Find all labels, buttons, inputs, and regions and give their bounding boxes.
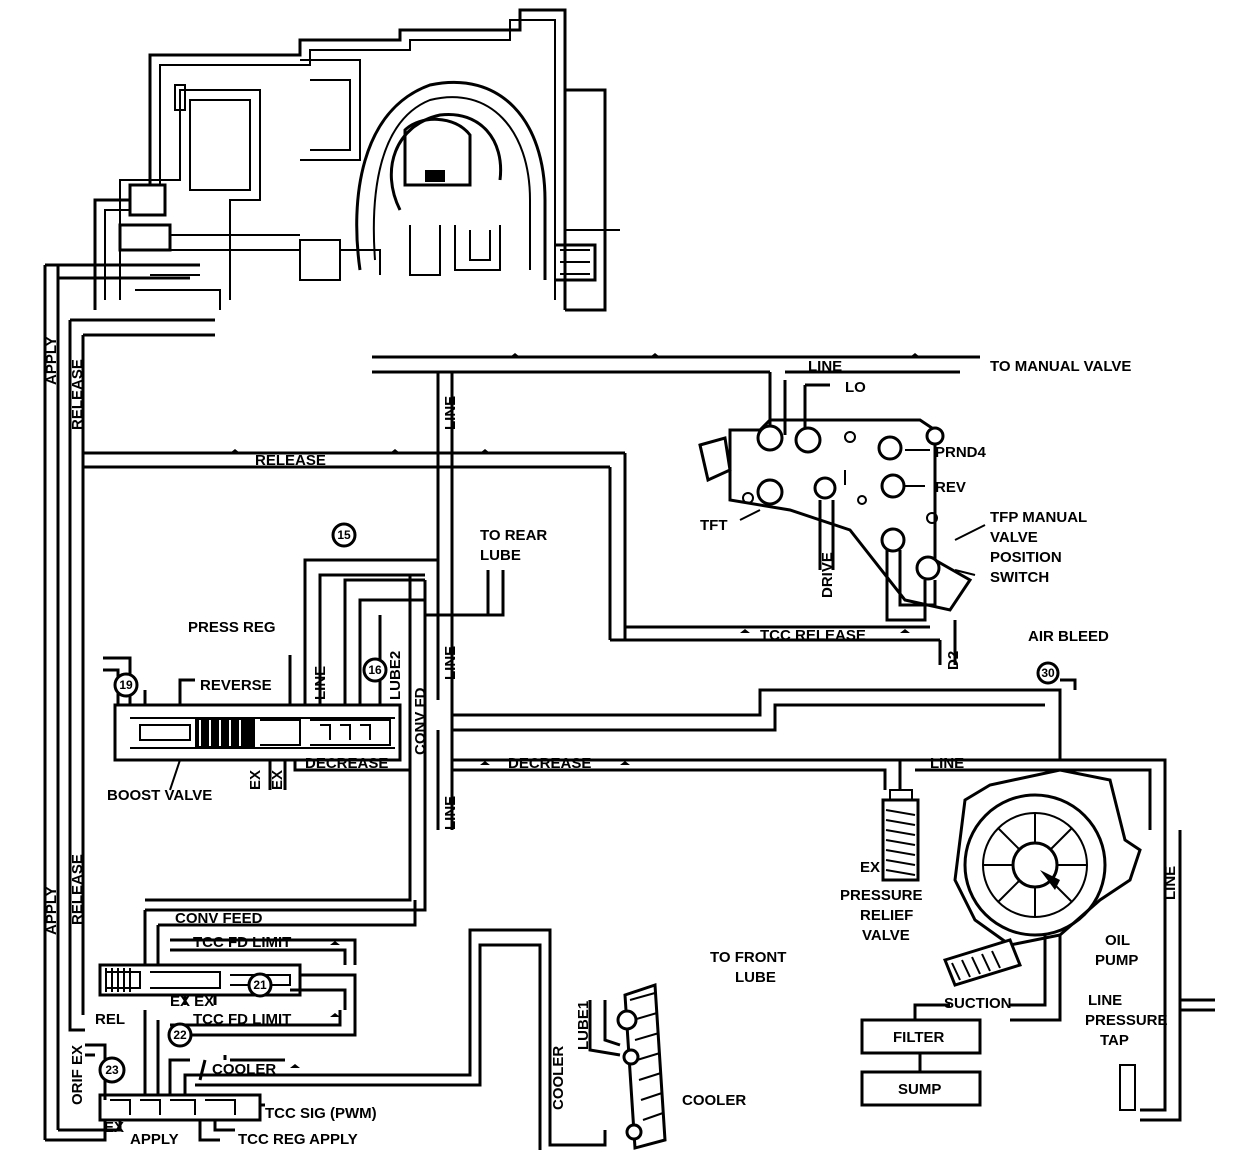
release-label-top: RELEASE (69, 359, 86, 430)
callout-30: 30 (1041, 666, 1055, 680)
line-label-pump: LINE (930, 755, 964, 772)
pressure-regulator-valve (103, 558, 505, 912)
d2-label: D2 (945, 651, 962, 670)
lo-label: LO (845, 379, 866, 396)
oil-pump-label-2: PUMP (1095, 952, 1138, 969)
tcc-regulator-assembly (45, 900, 552, 1142)
ex-label-relief: EX (860, 859, 880, 876)
callout-19: 19 (119, 678, 133, 692)
ex-ex-label: EX EX (170, 993, 214, 1010)
to-manual-valve-label: TO MANUAL VALVE (990, 358, 1131, 375)
callout-23-circle (98, 1056, 126, 1084)
ex-label-2: EX (269, 770, 286, 790)
callout-16: 16 (368, 663, 382, 677)
cooler (538, 982, 667, 1150)
pressure-relief-label-3: VALVE (862, 927, 910, 944)
tcc-release-label: TCC RELEASE (760, 627, 866, 644)
callout-22: 22 (173, 1028, 187, 1042)
torque-converter-assembly (93, 8, 620, 312)
oil-pump (913, 768, 1215, 1122)
callout-15: 15 (337, 528, 351, 542)
callout-21: 21 (253, 978, 267, 992)
apply-label-bottom: APPLY (43, 886, 60, 935)
flow-arrows (230, 353, 920, 1068)
tcc-reg-apply-label: TCC REG APPLY (238, 1131, 358, 1148)
rel-label: REL (95, 1011, 125, 1028)
ex-label-1: EX (247, 770, 264, 790)
line-label-top: LINE (808, 358, 842, 375)
tcc-fd-limit-label-1: TCC FD LIMIT (193, 934, 291, 951)
tfp-label-2: VALVE (990, 529, 1038, 546)
pressure-relief-label-2: RELIEF (860, 907, 913, 924)
tfp-label-1: TFP MANUAL (990, 509, 1087, 526)
to-front-lube-label-1: TO FRONT (710, 949, 786, 966)
pressure-relief-label-1: PRESSURE (840, 887, 923, 904)
release-circuit (83, 451, 957, 665)
to-rear-lube-label-1: TO REAR (480, 527, 547, 544)
to-rear-lube-label-2: LUBE (480, 547, 521, 564)
release-label: RELEASE (255, 452, 326, 469)
apply-release-lines (43, 263, 215, 1140)
labels: APPLY RELEASE APPLY RELEASE RELEASE LINE… (43, 336, 1179, 1148)
line-tap-label-1: LINE (1088, 992, 1122, 1009)
tfp-label-3: POSITION (990, 549, 1062, 566)
suction-label: SUCTION (944, 995, 1012, 1012)
line-label-vertical-2: LINE (312, 666, 329, 700)
callout-15-circle (331, 522, 357, 548)
cooler-label-vertical: COOLER (550, 1046, 567, 1110)
decrease-line-circuit (436, 661, 1167, 830)
apply-label-bottom-h: APPLY (130, 1131, 179, 1148)
cooler-label-tcc: COOLER (212, 1061, 276, 1078)
sump-label: SUMP (898, 1081, 941, 1098)
cooler-label: COOLER (682, 1092, 746, 1109)
conv-fd-label: CONV FD (412, 687, 429, 755)
apply-label-top: APPLY (43, 336, 60, 385)
oil-pump-label-1: OIL (1105, 932, 1130, 949)
orif-ex-label: ORIF EX (69, 1045, 86, 1105)
line-to-manual-valve (372, 355, 980, 700)
reverse-label: REVERSE (200, 677, 272, 694)
ex-label-bottom: EX (104, 1119, 124, 1136)
to-front-lube-label-2: LUBE (735, 969, 776, 986)
callout-19-circle (113, 672, 139, 698)
prnd4-label: PRND4 (935, 444, 987, 461)
tfp-label-4: SWITCH (990, 569, 1049, 586)
rev-label: REV (935, 479, 966, 496)
decrease-label-2: DECREASE (508, 755, 591, 772)
boost-valve-label: BOOST VALVE (107, 787, 212, 804)
decrease-label-1: DECREASE (305, 755, 388, 772)
line-label-vertical-4: LINE (442, 796, 459, 830)
callout-16-circle (362, 657, 388, 683)
conv-feed-label: CONV FEED (175, 910, 263, 927)
callout-23: 23 (105, 1063, 119, 1077)
callout-22-circle (167, 1022, 193, 1048)
callout-21-circle (247, 972, 273, 998)
filter-sump (860, 1018, 982, 1107)
filter-label: FILTER (893, 1029, 945, 1046)
lube1-label: LUBE1 (575, 1001, 592, 1050)
callouts: 15 16 19 21 22 23 30 (98, 522, 1055, 1084)
tcc-sig-label: TCC SIG (PWM) (265, 1105, 377, 1122)
drive-label: DRIVE (819, 552, 836, 598)
press-reg-label: PRESS REG (188, 619, 276, 636)
tcc-fd-limit-label-2: TCC FD LIMIT (193, 1011, 291, 1028)
lube2-label: LUBE2 (387, 651, 404, 700)
line-label-vertical-3: LINE (442, 646, 459, 680)
release-label-bottom: RELEASE (69, 854, 86, 925)
line-tap-label-3: TAP (1100, 1032, 1129, 1049)
line-label-vertical-1: LINE (442, 396, 459, 430)
air-bleed-label: AIR BLEED (1028, 628, 1109, 645)
line-tap-label-2: PRESSURE (1085, 1012, 1168, 1029)
pressure-relief-valve (881, 789, 920, 882)
line-label-right: LINE (1162, 866, 1179, 900)
tft-label: TFT (700, 517, 728, 534)
tfp-manual-valve-switch (698, 418, 986, 622)
